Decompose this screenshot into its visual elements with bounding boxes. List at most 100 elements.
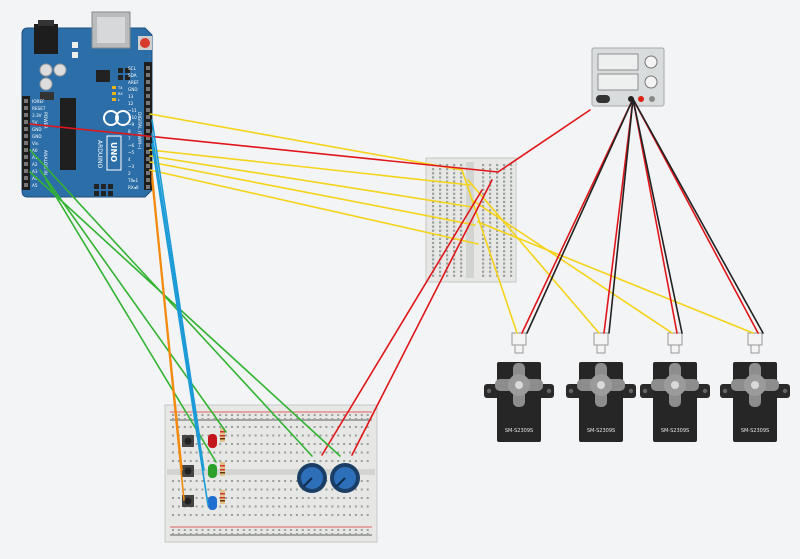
header-pin[interactable] <box>146 178 150 182</box>
hole <box>496 217 499 220</box>
push-button-3[interactable] <box>182 495 194 507</box>
left-pin-label: A0 <box>32 148 38 153</box>
left-pin[interactable] <box>24 169 28 173</box>
header-pin[interactable] <box>146 101 150 105</box>
hole <box>432 262 435 265</box>
header-pin[interactable] <box>146 129 150 133</box>
voltage-knob[interactable] <box>644 55 658 69</box>
hole <box>295 426 298 428</box>
servo-3[interactable]: SM-S2309S <box>640 332 710 442</box>
servo-2[interactable]: SM-S2309S <box>566 332 636 442</box>
hole <box>460 270 463 273</box>
hole <box>446 192 449 195</box>
push-button-1[interactable] <box>182 435 194 447</box>
hole <box>313 505 316 508</box>
hole <box>446 221 449 224</box>
power-supply[interactable] <box>591 47 665 107</box>
hole <box>248 514 251 516</box>
hole <box>278 460 281 462</box>
left-pin-label: GND <box>32 127 42 132</box>
left-pin[interactable] <box>24 106 28 110</box>
header-pin[interactable] <box>146 136 150 140</box>
rail-hole <box>325 414 328 416</box>
header-pin[interactable] <box>146 108 150 112</box>
header-pin[interactable] <box>146 115 150 119</box>
hole <box>177 480 180 482</box>
hole <box>278 426 281 428</box>
hole <box>225 426 228 428</box>
hole <box>313 451 316 454</box>
servo-1[interactable]: SM-S2309S <box>484 332 554 442</box>
hole <box>248 426 251 428</box>
potentiometer-1[interactable] <box>297 463 327 493</box>
hole <box>231 488 233 491</box>
left-pin[interactable] <box>24 183 28 187</box>
header-pin[interactable] <box>146 164 150 168</box>
potentiometer-2[interactable] <box>330 463 360 493</box>
reset-button[interactable] <box>138 36 152 50</box>
header-pin[interactable] <box>146 73 150 77</box>
led-red[interactable] <box>208 434 217 448</box>
header-pin[interactable] <box>146 87 150 91</box>
left-pin[interactable] <box>24 134 28 138</box>
servo-connector <box>511 332 527 346</box>
hole <box>307 434 310 437</box>
header-pin[interactable] <box>146 143 150 147</box>
hole <box>242 426 245 428</box>
current-knob[interactable] <box>644 75 658 89</box>
hole <box>489 233 492 236</box>
left-pin-label: 3.3V <box>32 113 42 118</box>
left-pin[interactable] <box>24 99 28 103</box>
hole <box>201 488 204 491</box>
left-pin[interactable] <box>24 176 28 180</box>
header-pin[interactable] <box>146 94 150 98</box>
hole <box>510 246 513 249</box>
header-pin[interactable] <box>146 66 150 70</box>
rail-hole <box>360 414 363 416</box>
hole <box>366 451 369 454</box>
header-pin[interactable] <box>146 122 150 126</box>
hole <box>236 497 239 499</box>
left-pin[interactable] <box>24 155 28 159</box>
hole <box>446 254 449 257</box>
left-pin[interactable] <box>24 162 28 166</box>
left-pin-label: A4 <box>32 176 38 181</box>
header-pin[interactable] <box>146 150 150 154</box>
hole <box>453 192 456 195</box>
hole <box>219 443 222 445</box>
led-green[interactable] <box>208 464 217 478</box>
hole <box>439 225 442 228</box>
hole <box>236 443 239 445</box>
hole <box>183 480 186 482</box>
hole <box>453 217 456 220</box>
header-pin[interactable] <box>146 157 150 161</box>
hole <box>439 172 442 175</box>
power-switch[interactable] <box>596 95 610 103</box>
servo-4[interactable]: SM-S2309S <box>720 332 790 442</box>
left-pin-label: RESET <box>32 106 46 111</box>
left-pin[interactable] <box>24 113 28 117</box>
left-pin[interactable] <box>24 141 28 145</box>
left-pin[interactable] <box>24 120 28 124</box>
hole <box>496 233 499 236</box>
hole <box>366 497 369 499</box>
header-pin[interactable] <box>146 185 150 189</box>
hole <box>183 426 186 428</box>
hole <box>254 451 257 454</box>
header-pin[interactable] <box>146 171 150 175</box>
left-pin[interactable] <box>24 148 28 152</box>
led-blue[interactable] <box>208 496 217 510</box>
hole <box>432 233 435 236</box>
hole <box>460 180 463 183</box>
header-pin[interactable] <box>146 80 150 84</box>
push-button-2[interactable] <box>182 465 194 477</box>
main-breadboard[interactable] <box>164 404 378 543</box>
rail-hole <box>236 533 239 535</box>
left-pin[interactable] <box>24 127 28 131</box>
hole <box>183 514 186 516</box>
hole <box>453 250 456 253</box>
hole <box>510 200 513 204</box>
header-pin-label: ~11 <box>128 108 137 113</box>
hole <box>236 460 239 462</box>
